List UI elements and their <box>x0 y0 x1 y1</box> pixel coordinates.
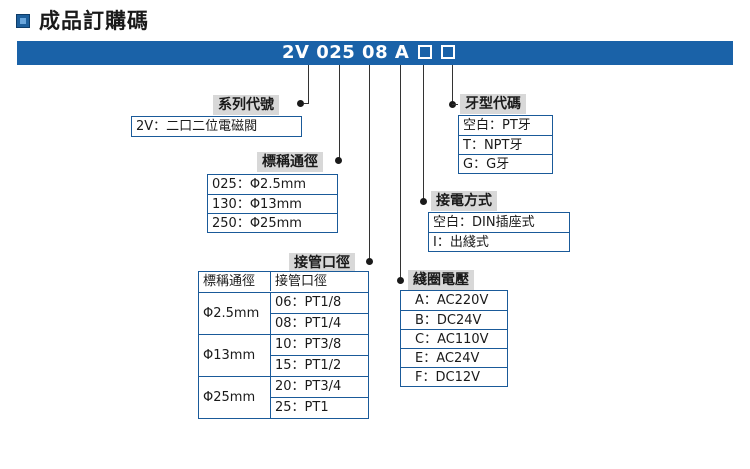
diameter-option: 130：Φ13mm <box>208 194 337 213</box>
port-option: 20：PT3/4 <box>271 376 368 395</box>
thread-option: 空白：PT牙 <box>463 118 531 133</box>
connector-connection <box>423 65 424 201</box>
connector-series <box>308 65 309 103</box>
port-group-diameter: Φ25mm <box>199 376 271 418</box>
thread-label: 牙型代碼 <box>460 94 526 114</box>
connection-dot <box>420 198 427 205</box>
connector-thread <box>452 65 453 104</box>
connector-port <box>369 65 370 261</box>
diameter-option: 025：Φ2.5mm <box>212 177 307 192</box>
connector-diameter <box>339 65 340 160</box>
diameter-label: 標稱通徑 <box>257 152 323 172</box>
voltage-dot <box>397 277 404 284</box>
voltage-option: C：AC110V <box>401 329 507 348</box>
code-placeholder-box-1 <box>418 45 432 59</box>
thread-option: T：NPT牙 <box>459 135 552 154</box>
thread-box: 空白：PT牙 T：NPT牙 G：G牙 <box>458 115 553 174</box>
connection-option: I：出綫式 <box>429 232 569 251</box>
order-code-text: 2V 025 08 A <box>282 42 410 63</box>
thread-option: G：G牙 <box>459 154 552 173</box>
port-option: 10：PT3/8 <box>271 334 368 353</box>
port-table: 標稱通徑 接管口徑 Φ2.5mm 06：PT1/8 08：PT1/4 Φ13mm… <box>198 271 369 419</box>
port-option: 15：PT1/2 <box>271 355 368 374</box>
port-group-diameter: Φ2.5mm <box>199 292 271 334</box>
port-option: 25：PT1 <box>271 397 368 416</box>
connection-option: 空白：DIN插座式 <box>433 215 535 230</box>
title-square-icon <box>16 14 30 28</box>
voltage-option: F：DC12V <box>401 367 507 386</box>
connector-voltage <box>400 65 401 280</box>
port-option: 06：PT1/8 <box>271 292 368 311</box>
port-header-port: 接管口徑 <box>275 274 328 289</box>
connection-box: 空白：DIN插座式 I：出綫式 <box>428 212 570 252</box>
series-dot <box>297 100 304 107</box>
series-option: 2V：二口二位電磁閥 <box>136 119 258 134</box>
port-header-diameter: 標稱通徑 <box>199 272 271 291</box>
diameter-dot <box>335 157 342 164</box>
voltage-option: E：AC24V <box>401 348 507 367</box>
port-label: 接管口徑 <box>289 253 355 273</box>
port-option: 08：PT1/4 <box>271 313 368 332</box>
port-group-diameter: Φ13mm <box>199 334 271 376</box>
diameter-option: 250：Φ25mm <box>208 213 337 232</box>
voltage-option: A：AC220V <box>415 293 489 308</box>
voltage-option: B：DC24V <box>401 310 507 329</box>
voltage-box: A：AC220V B：DC24V C：AC110V E：AC24V F：DC12… <box>400 290 508 387</box>
series-box: 2V：二口二位電磁閥 <box>131 116 302 137</box>
series-dot-link <box>304 103 309 104</box>
order-code-bar <box>17 41 733 65</box>
connection-label: 接電方式 <box>431 191 497 211</box>
port-dot <box>366 258 373 265</box>
series-label: 系列代號 <box>213 95 279 115</box>
diameter-box: 025：Φ2.5mm 130：Φ13mm 250：Φ25mm <box>207 174 338 233</box>
code-placeholder-box-2 <box>441 45 455 59</box>
thread-dot-link <box>452 104 458 105</box>
voltage-label: 綫圈電壓 <box>408 270 474 290</box>
page-title: 成品訂購碼 <box>39 9 149 33</box>
